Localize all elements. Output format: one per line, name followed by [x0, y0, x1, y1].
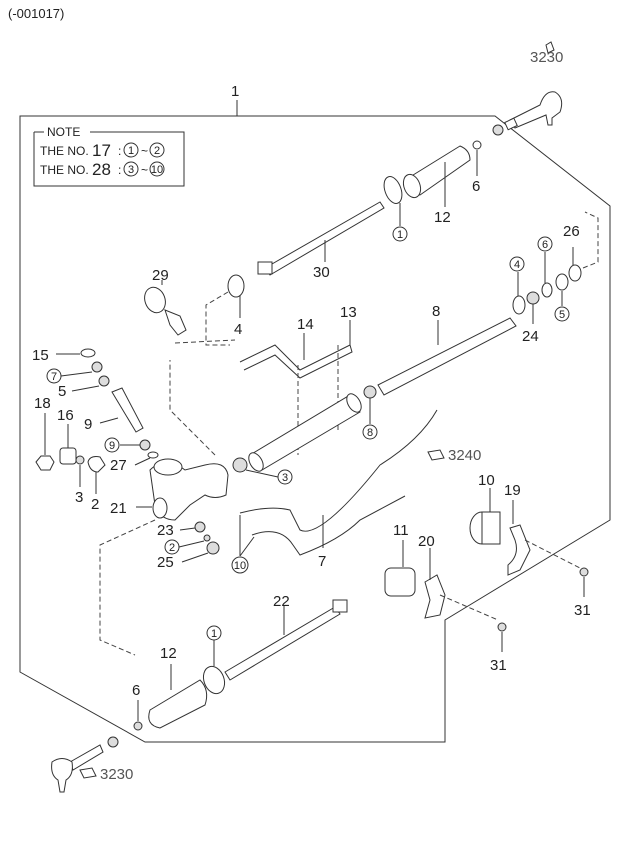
svg-text:5: 5 — [559, 309, 565, 321]
seals-right: 4 24 6 5 26 — [509, 211, 599, 345]
svg-text:2: 2 — [154, 145, 160, 157]
label-15: 15 — [32, 347, 49, 364]
svg-text:1: 1 — [397, 229, 403, 241]
label-25: 25 — [157, 554, 174, 571]
pipes-14-13: 14 13 — [239, 304, 357, 455]
label-29: 29 — [152, 267, 169, 284]
svg-text:1: 1 — [211, 628, 217, 640]
svg-text:2: 2 — [169, 542, 175, 554]
valve-cluster: 15 7 5 9 9 27 18 16 3 2 2 — [32, 339, 236, 656]
tie-rod-end-bottom: 3230 — [51, 736, 133, 793]
svg-text:28: 28 — [92, 160, 111, 179]
circled-number — [149, 161, 165, 177]
label-6-bottom: 6 — [132, 682, 140, 699]
svg-text:10: 10 — [151, 164, 163, 176]
label-14: 14 — [297, 316, 314, 333]
mounting-brackets: 10 19 31 11 20 31 — [384, 472, 591, 674]
svg-text:THE NO.: THE NO. — [40, 144, 89, 158]
label-5: 5 — [58, 383, 66, 400]
pinion-shaft: 30 — [257, 201, 385, 281]
note-row-1: THE NO. 17 : 1 ~ 2 — [40, 141, 165, 160]
reference-arrow-icon — [427, 449, 445, 461]
svg-text:1: 1 — [128, 145, 134, 157]
ref-3240: 3240 — [448, 447, 481, 464]
label-4: 4 — [234, 321, 242, 338]
label-7: 7 — [318, 553, 326, 570]
label-31-bottom: 31 — [490, 657, 507, 674]
clamp-29: 29 — [144, 267, 187, 336]
label-20: 20 — [418, 533, 435, 550]
label-27: 27 — [110, 457, 127, 474]
diagram-code: (-001017) — [8, 6, 65, 21]
svg-text:7: 7 — [51, 371, 57, 383]
label-21: 21 — [110, 500, 127, 517]
label-10: 10 — [478, 472, 495, 489]
svg-text:9: 9 — [109, 440, 115, 452]
seal-3: 3 — [232, 457, 293, 485]
label-24: 24 — [522, 328, 539, 345]
label-3: 3 — [75, 489, 83, 506]
ref-3230-top: 3230 — [530, 49, 563, 66]
tie-rod-end-top: 3230 — [492, 41, 563, 136]
reference-arrow-icon — [79, 767, 97, 779]
circled-number — [123, 161, 139, 177]
label-22: 22 — [273, 593, 290, 610]
svg-text:6: 6 — [542, 239, 548, 251]
circled-label — [392, 226, 408, 242]
label-6-top: 6 — [472, 178, 480, 195]
note-title: NOTE — [47, 125, 80, 139]
label-31-right: 31 — [574, 602, 591, 619]
label-9: 9 — [84, 416, 92, 433]
svg-text:4: 4 — [514, 259, 520, 271]
label-19: 19 — [504, 482, 521, 499]
label-26: 26 — [563, 223, 580, 240]
assembly-label: 1 — [231, 83, 239, 100]
svg-text:17: 17 — [92, 141, 111, 160]
svg-text::: : — [118, 144, 121, 158]
svg-text:3: 3 — [282, 472, 288, 484]
svg-text:~: ~ — [141, 144, 148, 158]
ref-3230-bottom: 3230 — [100, 766, 133, 783]
label-18: 18 — [34, 395, 51, 412]
tie-rod-bottom: 22 1 12 6 — [132, 593, 348, 731]
boot-top: 6 12 1 — [383, 140, 482, 242]
label-8: 8 — [432, 303, 440, 320]
rack-8: 8 8 — [362, 303, 517, 440]
cylinder-tube — [248, 393, 362, 472]
hoses: 7 3240 10 — [231, 409, 481, 574]
label-23: 23 — [157, 522, 174, 539]
circled-number — [123, 142, 139, 158]
assembly-outline — [19, 115, 611, 743]
label-16: 16 — [57, 407, 74, 424]
svg-text:3: 3 — [128, 164, 134, 176]
label-12-bottom: 12 — [160, 645, 177, 662]
label-12-top: 12 — [434, 209, 451, 226]
label-11: 11 — [393, 522, 409, 539]
note-row-2: THE NO. 28 : 3 ~ 10 — [40, 160, 165, 179]
label-2: 2 — [91, 496, 99, 513]
circled-number — [149, 142, 165, 158]
svg-text::: : — [118, 163, 121, 177]
reference-arrow-icon — [545, 41, 555, 54]
note-box: NOTE THE NO. 17 : 1 ~ 2 THE NO. 28 : 3 ~… — [33, 125, 185, 187]
svg-text:THE NO.: THE NO. — [40, 163, 89, 177]
label-30: 30 — [313, 264, 330, 281]
label-13: 13 — [340, 304, 357, 321]
svg-text:~: ~ — [141, 163, 148, 177]
svg-text:8: 8 — [367, 427, 373, 439]
bushing-4: 4 — [205, 274, 245, 346]
svg-text:10: 10 — [234, 560, 246, 572]
